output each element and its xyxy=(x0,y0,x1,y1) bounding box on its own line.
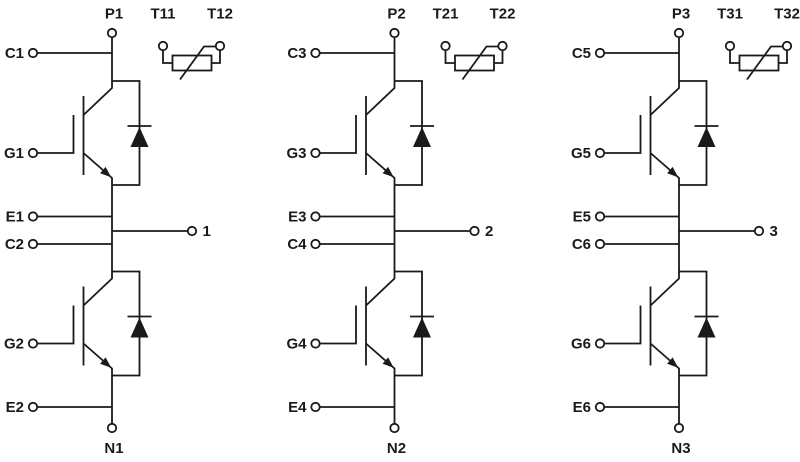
n-terminal-label: N2 xyxy=(387,440,406,457)
phase-leg-graphics xyxy=(596,29,791,432)
phase-leg-section-2: P2 T21 T22 C3 G3 E3 2 C4 G4 E4 N2 xyxy=(286,6,515,458)
emitter-upper-label: E5 xyxy=(573,209,591,226)
phase-leg-section-3: P3 T31 T32 C5 G5 E5 3 C6 G6 E6 N3 xyxy=(571,6,800,458)
gate-lower-label: G4 xyxy=(286,336,307,353)
collector-upper-label: C5 xyxy=(572,45,591,62)
thermistor-left-label: T31 xyxy=(717,6,743,23)
ac-output-label: 2 xyxy=(485,223,493,240)
thermistor-right-label: T32 xyxy=(774,6,800,23)
collector-lower-label: C6 xyxy=(572,236,591,253)
emitter-lower-label: E4 xyxy=(288,399,307,416)
p-terminal-label: P3 xyxy=(672,6,690,23)
thermistor-right-label: T12 xyxy=(207,6,233,23)
p-terminal-label: P1 xyxy=(105,6,123,23)
n-terminal-label: N3 xyxy=(671,440,690,457)
thermistor-left-label: T21 xyxy=(433,6,459,23)
p-terminal-label: P2 xyxy=(387,6,405,23)
thermistor-right-label: T22 xyxy=(490,6,516,23)
emitter-upper-label: E1 xyxy=(6,209,24,226)
collector-upper-label: C1 xyxy=(5,45,24,62)
emitter-lower-label: E6 xyxy=(573,399,591,416)
gate-lower-label: G6 xyxy=(571,336,591,353)
collector-lower-label: C4 xyxy=(287,236,307,253)
collector-lower-label: C2 xyxy=(5,236,24,253)
phase-leg-graphics xyxy=(29,29,224,432)
phase-leg-section-1: P1 T11 T12 C1 G1 E1 1 C2 G2 E2 N1 xyxy=(4,6,233,458)
emitter-lower-label: E2 xyxy=(6,399,24,416)
gate-upper-label: G1 xyxy=(4,145,24,162)
phase-leg-graphics xyxy=(311,29,506,432)
gate-upper-label: G3 xyxy=(286,145,306,162)
gate-lower-label: G2 xyxy=(4,336,24,353)
gate-upper-label: G5 xyxy=(571,145,591,162)
emitter-upper-label: E3 xyxy=(288,209,306,226)
collector-upper-label: C3 xyxy=(287,45,306,62)
ac-output-label: 3 xyxy=(770,223,778,240)
ac-output-label: 1 xyxy=(203,223,211,240)
thermistor-left-label: T11 xyxy=(150,6,175,23)
n-terminal-label: N1 xyxy=(104,440,123,457)
